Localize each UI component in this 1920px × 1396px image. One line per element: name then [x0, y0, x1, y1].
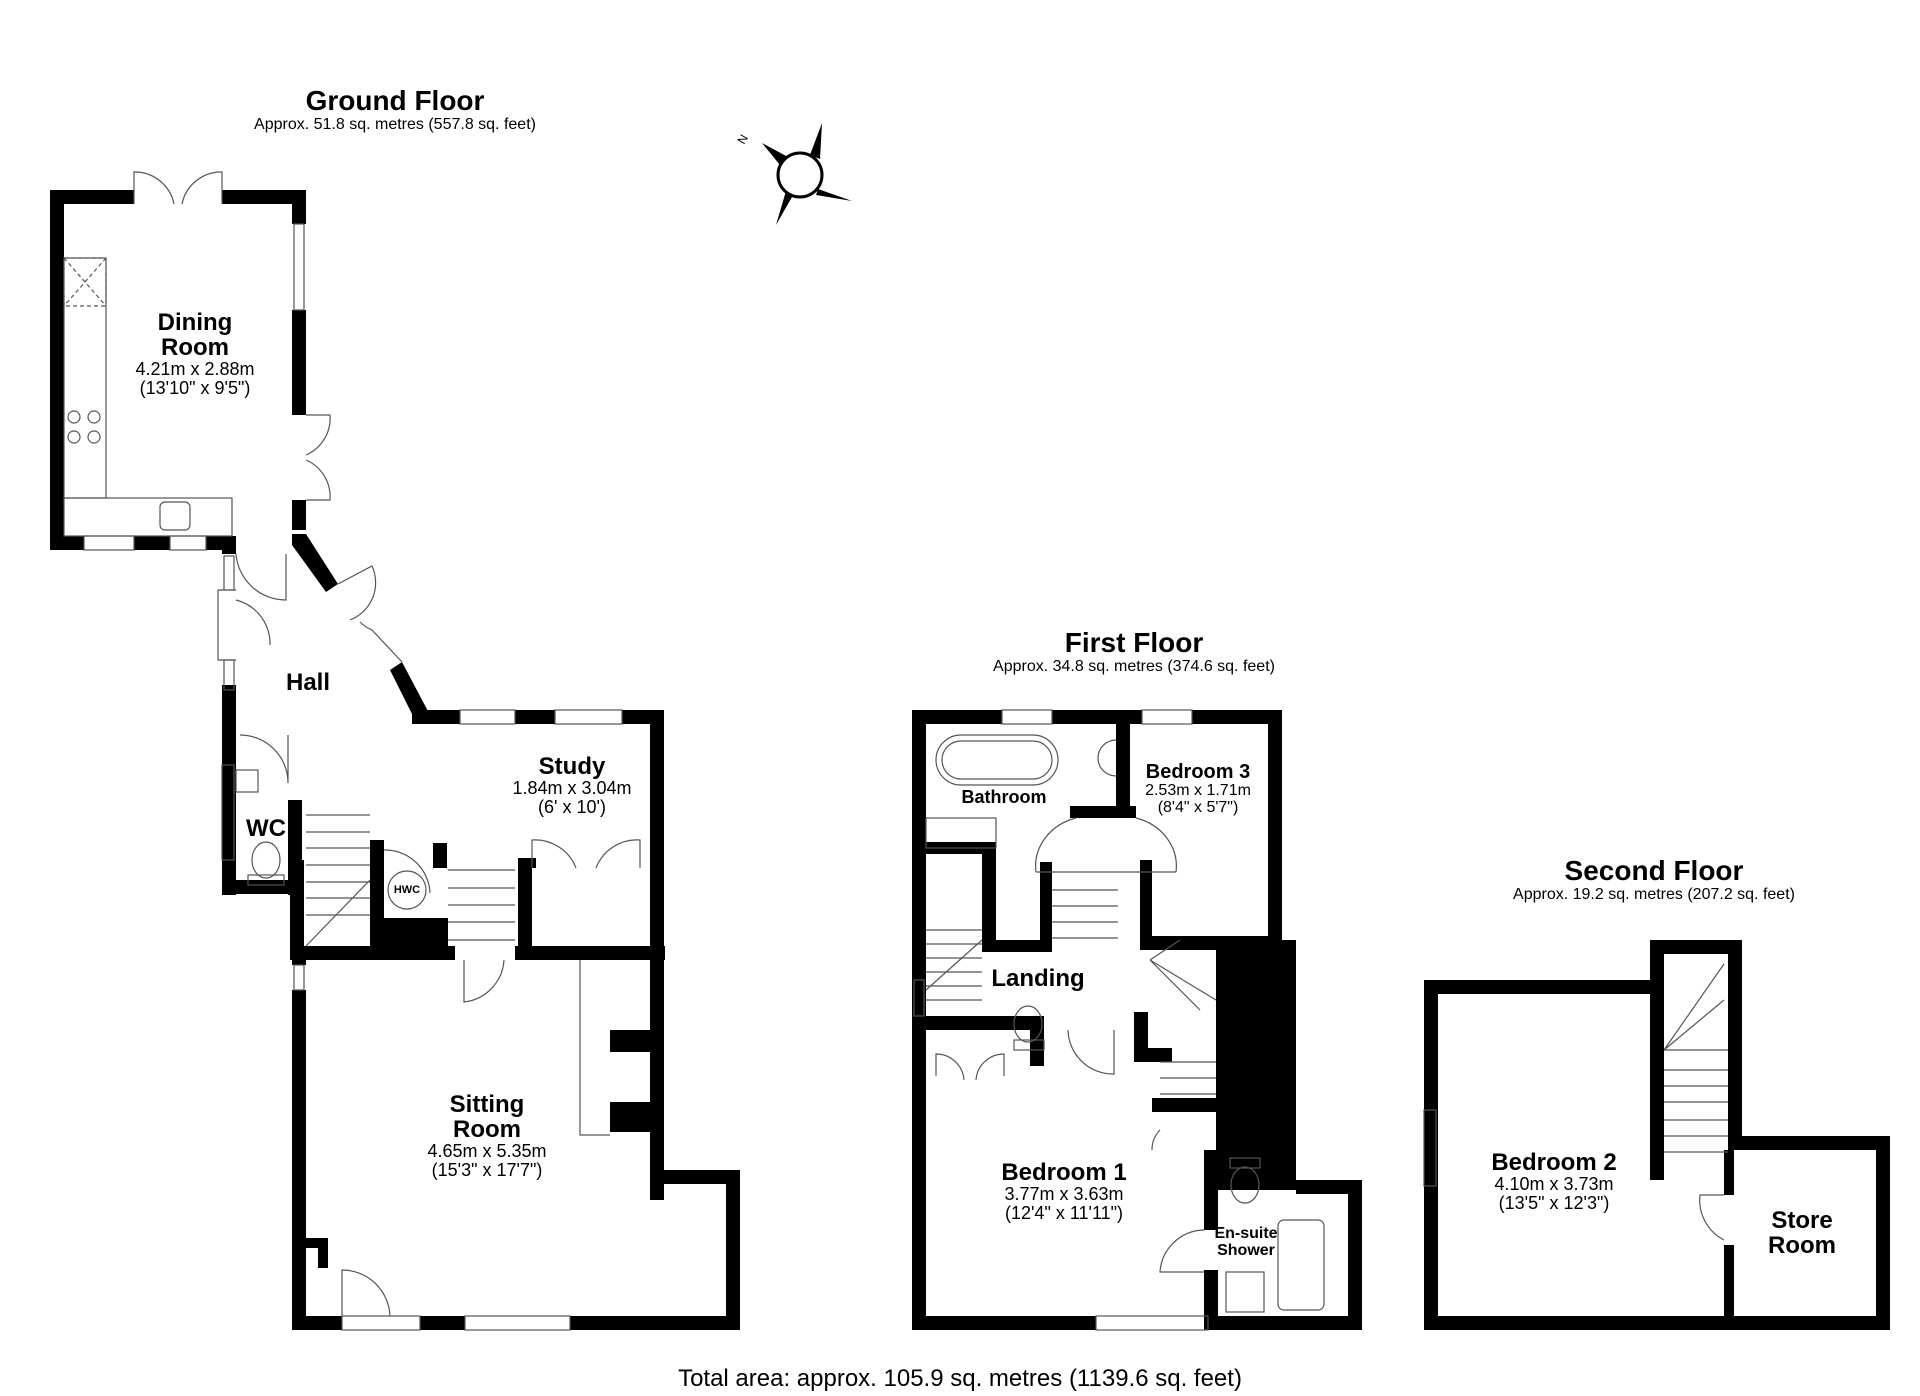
room-name: Room — [453, 1116, 521, 1144]
room-dimensions-imperial: (13'10" x 9'5") — [139, 378, 251, 399]
room-name: Bedroom 2 — [1491, 1149, 1617, 1176]
room-name: WC — [246, 815, 286, 842]
room-name: Shower — [1217, 1241, 1275, 1259]
room-study: Study 1.84m x 3.04m (6' x 10') — [512, 754, 631, 817]
room-dining: Dining Room 4.21m x 2.88m (13'10" x 9'5"… — [135, 310, 254, 398]
ground-floor-walls — [50, 190, 740, 1330]
room-store: Store Room — [1768, 1207, 1836, 1260]
room-dimensions-imperial: (13'5" x 12'3") — [1498, 1193, 1610, 1214]
room-name: Study — [538, 753, 606, 780]
svg-text:N: N — [734, 132, 750, 147]
room-name: Bedroom 3 — [1145, 761, 1251, 783]
room-name: En-suite — [1214, 1225, 1278, 1242]
room-name: Room — [161, 334, 229, 362]
room-dimensions-metric: 4.21m x 2.88m — [135, 359, 255, 380]
room-dimensions-imperial: (8'4" x 5'7") — [1157, 798, 1239, 816]
room-bedroom-3: Bedroom 3 2.53m x 1.71m (8'4" x 5'7") — [1145, 762, 1251, 817]
room-name: Dining — [157, 309, 233, 336]
room-landing: Landing — [991, 966, 1084, 991]
room-dimensions-metric: 1.84m x 3.04m — [512, 778, 632, 799]
room-dimensions-metric: 3.77m x 3.63m — [1004, 1184, 1124, 1205]
ground-floor-header: Ground Floor Approx. 51.8 sq. metres (55… — [254, 86, 536, 134]
first-floor-walls — [912, 710, 1362, 1330]
room-wc: WC — [246, 816, 286, 841]
ground-floor-fixtures — [63, 171, 641, 1331]
room-name: Room — [1768, 1232, 1836, 1260]
first-floor-header: First Floor Approx. 34.8 sq. metres (374… — [993, 628, 1275, 676]
room-name: Hall — [285, 669, 331, 696]
room-name: Bathroom — [961, 787, 1047, 807]
second-floor-walls — [1424, 940, 1890, 1330]
room-dimensions-imperial: (15'3" x 17'7") — [431, 1160, 543, 1181]
floor-title: First Floor — [1064, 627, 1204, 658]
second-floor-header: Second Floor Approx. 19.2 sq. metres (20… — [1513, 856, 1795, 904]
floor-area: Approx. 19.2 sq. metres (207.2 sq. feet) — [1513, 886, 1795, 904]
floor-title: Ground Floor — [305, 85, 485, 116]
total-area: Total area: approx. 105.9 sq. metres (11… — [678, 1365, 1242, 1392]
room-dimensions-imperial: (12'4" x 11'11") — [1004, 1203, 1124, 1224]
hot-water-cylinder-label: HWC — [393, 884, 421, 896]
compass-north-icon: N — [734, 123, 852, 225]
floor-area: Approx. 34.8 sq. metres (374.6 sq. feet) — [993, 658, 1275, 676]
room-bedroom-2: Bedroom 2 4.10m x 3.73m (13'5" x 12'3") — [1491, 1150, 1616, 1213]
floor-title: Second Floor — [1564, 855, 1744, 886]
floor-area: Approx. 51.8 sq. metres (557.8 sq. feet) — [254, 116, 536, 134]
room-dimensions-imperial: (6' x 10') — [538, 797, 606, 818]
room-dimensions-metric: 4.65m x 5.35m — [427, 1141, 547, 1162]
room-name: Bedroom 1 — [1001, 1159, 1127, 1186]
room-name: Sitting — [449, 1091, 525, 1118]
room-en-suite-shower: En-suite Shower — [1214, 1225, 1278, 1260]
room-name: Landing — [991, 965, 1085, 992]
room-dimensions-metric: 2.53m x 1.71m — [1145, 782, 1251, 799]
room-hall: Hall — [286, 670, 330, 695]
room-bathroom: Bathroom — [962, 788, 1047, 807]
first-floor-fixtures — [913, 709, 1325, 1331]
room-name: Store — [1771, 1207, 1833, 1234]
second-floor-fixtures — [1423, 963, 1728, 1241]
room-sitting: Sitting Room 4.65m x 5.35m (15'3" x 17'7… — [427, 1092, 546, 1180]
room-bedroom-1: Bedroom 1 3.77m x 3.63m (12'4" x 11'11") — [1001, 1160, 1126, 1223]
room-dimensions-metric: 4.10m x 3.73m — [1494, 1174, 1614, 1195]
